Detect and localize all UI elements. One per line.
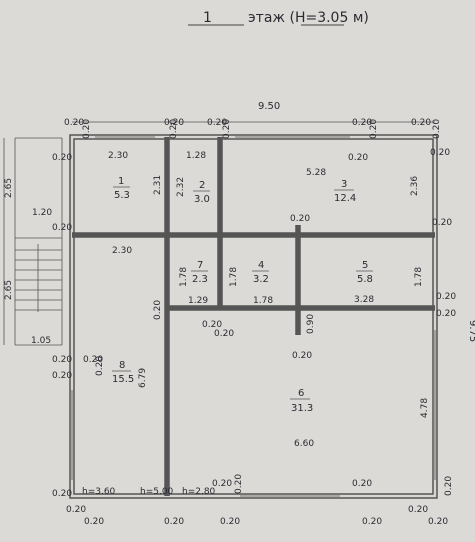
porch-width-lower: 1.05 — [31, 336, 51, 346]
wall-thickness: 0.20 — [290, 214, 310, 224]
wall-thickness: 0.20 — [202, 320, 222, 330]
wall-thickness: 0.20 — [292, 351, 312, 361]
opening-heights: h=3.60 h=5.00 h=2.80 — [82, 487, 216, 497]
floor-number: 1 — [203, 10, 212, 26]
wall-thickness: 0.20 — [436, 292, 456, 302]
wall-thickness: 0.20 — [411, 118, 431, 128]
dim-r3-height: 2.36 — [410, 176, 420, 196]
porch: 2.65 2.65 1.20 1.05 — [3, 137, 63, 346]
room-number: 6 — [298, 388, 304, 399]
room-area: 5.8 — [357, 274, 373, 285]
room-area: 15.5 — [112, 374, 134, 385]
porch-dim-upper: 2.65 — [4, 178, 14, 198]
wall-thickness: 0.20 — [84, 517, 104, 527]
porch-dim-lower: 2.65 — [4, 280, 14, 300]
wall-thickness: 0.20 — [220, 517, 240, 527]
wall-thickness: 0.20 — [82, 119, 92, 139]
stair-treads — [15, 244, 62, 312]
overall-width: 9.50 — [258, 101, 280, 112]
dim-r5-side: 1.78 — [414, 267, 424, 287]
room-area: 5.3 — [114, 190, 130, 201]
dim-r4-side: 1.78 — [229, 267, 239, 287]
overall-length: 9.75 — [467, 320, 475, 342]
room-1: 1 5.3 — [113, 176, 130, 201]
wall-thickness: 0.20 — [169, 119, 179, 139]
wall-thickness: 0.20 — [430, 148, 450, 158]
wall-thickness: 0.20 — [432, 218, 452, 228]
dim-partition: 0.90 — [306, 314, 316, 334]
wall-thickness: 0.20 — [83, 355, 103, 365]
wall-thickness: 0.20 — [234, 474, 244, 494]
wall-thickness: 0.20 — [348, 153, 368, 163]
opening-h1: h=3.60 — [82, 487, 116, 497]
room-number: 8 — [119, 360, 125, 371]
opening-h3: h=2.80 — [182, 487, 216, 497]
wall-thickness: 0.20 — [164, 118, 184, 128]
wall-thickness: 0.20 — [352, 118, 372, 128]
room-4: 4 3.2 — [252, 260, 269, 285]
wall-thickness: 0.20 — [153, 300, 163, 320]
room-area: 12.4 — [334, 193, 356, 204]
window-marks — [71, 136, 436, 497]
room-number: 7 — [197, 260, 203, 271]
dim-r2-height: 2.32 — [176, 177, 186, 197]
room-number: 1 — [118, 176, 124, 187]
wall-thickness: 0.20 — [428, 517, 448, 527]
room-3: 3 12.4 — [334, 179, 356, 204]
wall-thickness: 0.20 — [52, 153, 72, 163]
wall-thickness-labels: 0.20 0.20 0.20 0.20 0.20 0.20 0.20 0.20 … — [52, 118, 456, 527]
dim-r4-bottom: 1.78 — [253, 296, 273, 306]
room-7: 7 2.3 — [191, 260, 208, 285]
wall-thickness: 0.20 — [369, 119, 379, 139]
dim-r8-top: 2.30 — [112, 246, 132, 256]
wall-thickness: 0.20 — [436, 309, 456, 319]
opening-h2: h=5.00 — [140, 487, 174, 497]
wall-thickness: 0.20 — [432, 119, 442, 139]
room-number: 5 — [362, 260, 368, 271]
room-5: 5 5.8 — [356, 260, 373, 285]
wall-thickness: 0.20 — [64, 118, 84, 128]
room-6: 6 31.3 — [290, 388, 313, 414]
wall-thickness: 0.20 — [408, 505, 428, 515]
dim-r8-height: 6.79 — [138, 368, 148, 388]
plan-title: 1 этаж (H=3.05 м) — [188, 10, 369, 26]
dim-r7-side: 1.78 — [179, 267, 189, 287]
room-area: 3.0 — [194, 194, 210, 205]
wall-thickness: 0.20 — [207, 118, 227, 128]
room-2: 2 3.0 — [193, 180, 210, 205]
wall-thickness: 0.20 — [214, 329, 234, 339]
dim-r2-width: 1.28 — [186, 151, 206, 161]
floor-height-label: этаж (H=3.05 м) — [248, 10, 369, 26]
room-8: 8 15.5 — [112, 360, 134, 385]
room-number: 2 — [199, 180, 205, 191]
dim-r6-side: 4.78 — [420, 398, 430, 418]
room-area: 2.3 — [192, 274, 208, 285]
wall-thickness: 0.20 — [444, 476, 454, 496]
dim-r1-width: 2.30 — [108, 151, 128, 161]
porch-width-upper: 1.20 — [32, 208, 52, 218]
wall-thickness: 0.20 — [66, 505, 86, 515]
dim-r6-width: 6.60 — [294, 439, 314, 449]
wall-thickness: 0.20 — [164, 517, 184, 527]
room-area: 3.2 — [253, 274, 269, 285]
room-number: 4 — [258, 260, 264, 271]
dim-r1-height: 2.31 — [153, 175, 163, 195]
wall-thickness: 0.20 — [352, 479, 372, 489]
wall-thickness: 0.20 — [362, 517, 382, 527]
room-number: 3 — [341, 179, 347, 190]
room-dimensions: 2.30 2.31 1.28 2.32 5.28 2.36 2.30 6.79 … — [108, 151, 430, 449]
dim-r3-width: 5.28 — [306, 168, 326, 178]
wall-thickness: 0.20 — [212, 479, 232, 489]
dim-r7-bottom: 1.29 — [188, 296, 208, 306]
wall-thickness: 0.20 — [52, 223, 72, 233]
wall-thickness: 0.20 — [52, 355, 72, 365]
wall-thickness: 0.20 — [52, 371, 72, 381]
dim-r5-bottom: 3.28 — [354, 295, 374, 305]
wall-thickness: 0.20 — [95, 356, 105, 376]
wall-thickness: 0.20 — [222, 119, 232, 139]
interior-walls — [72, 137, 435, 496]
wall-thickness: 0.20 — [52, 489, 72, 499]
room-area: 31.3 — [291, 403, 313, 414]
